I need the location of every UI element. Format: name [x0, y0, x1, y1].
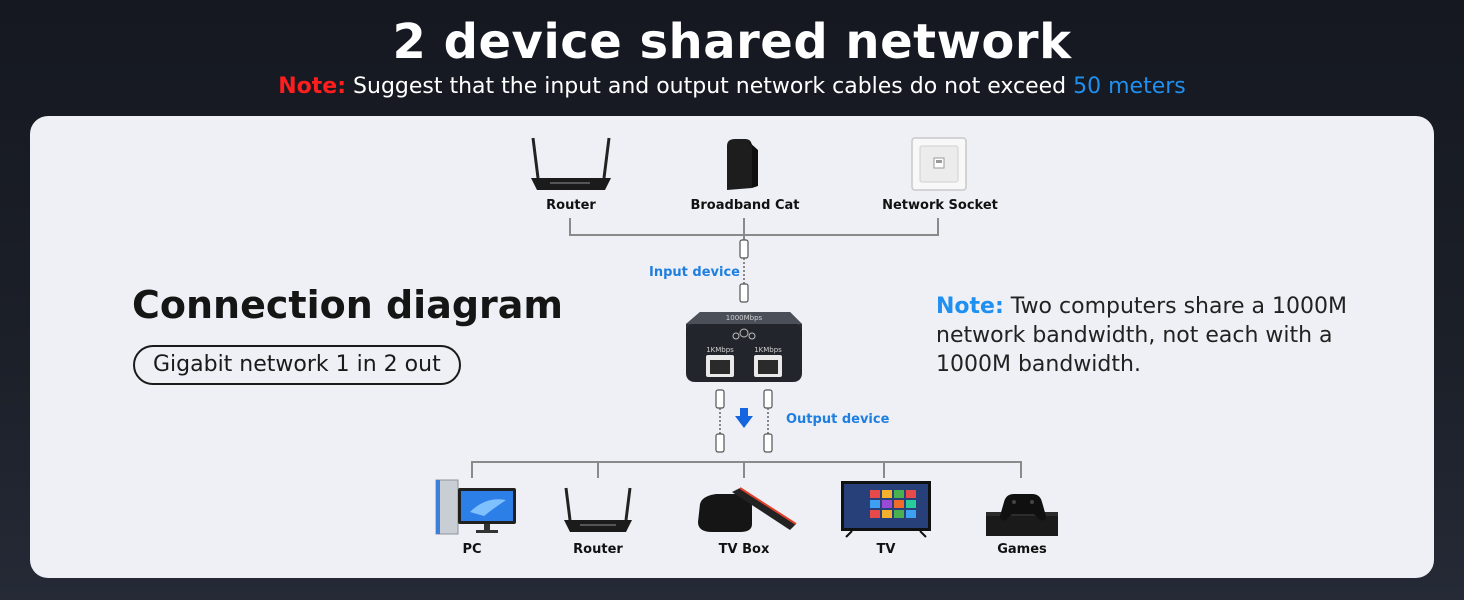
output-pc-label: PC [462, 542, 481, 557]
input-cable [739, 239, 749, 303]
note-text: Suggest that the input and output networ… [353, 74, 1067, 99]
connection-diagram-title: Connection diagram [132, 283, 564, 327]
output-router-label: Router [573, 542, 623, 557]
port-label-2: 1KMbps [754, 346, 782, 354]
input-connector-lines [569, 218, 939, 244]
cable-length-note: Note: Suggest that the input and output … [0, 74, 1464, 99]
input-device-label: Input device [649, 265, 740, 280]
splitter-icon: 1000Mbps 1KMbps 1KMbps [686, 312, 802, 382]
input-router-label: Router [546, 198, 596, 213]
svg-text:1000Mbps: 1000Mbps [726, 314, 763, 322]
input-modem-label: Broadband Cat [690, 198, 799, 213]
game-console-icon [986, 494, 1058, 536]
bandwidth-note-text: Two computers share a 1000M network band… [936, 294, 1347, 377]
network-socket-icon [911, 137, 967, 191]
input-socket-label: Network Socket [882, 198, 998, 213]
output-tv-label: TV [877, 542, 896, 557]
output-tvbox-label: TV Box [719, 542, 770, 557]
output-games-label: Games [997, 542, 1047, 557]
bandwidth-note: Note: Two computers share a 1000M networ… [936, 292, 1376, 379]
router-icon [531, 137, 611, 190]
pc-icon [435, 479, 516, 535]
output-connector-lines [471, 461, 1022, 478]
output-router-icon [564, 487, 632, 532]
bandwidth-note-label: Note: [936, 294, 1004, 319]
modem-icon [727, 139, 758, 190]
note-label: Note: [278, 74, 347, 99]
arrow-down-icon [735, 408, 753, 428]
note-highlight: 50 meters [1073, 74, 1186, 99]
page-title: 2 device shared network [392, 14, 1072, 70]
port-label-1: 1KMbps [706, 346, 734, 354]
tv-icon [841, 481, 931, 538]
tv-box-icon [698, 487, 797, 532]
output-device-label: Output device [786, 412, 890, 427]
network-spec-pill: Gigabit network 1 in 2 out [133, 345, 461, 385]
output-cables [715, 389, 773, 453]
